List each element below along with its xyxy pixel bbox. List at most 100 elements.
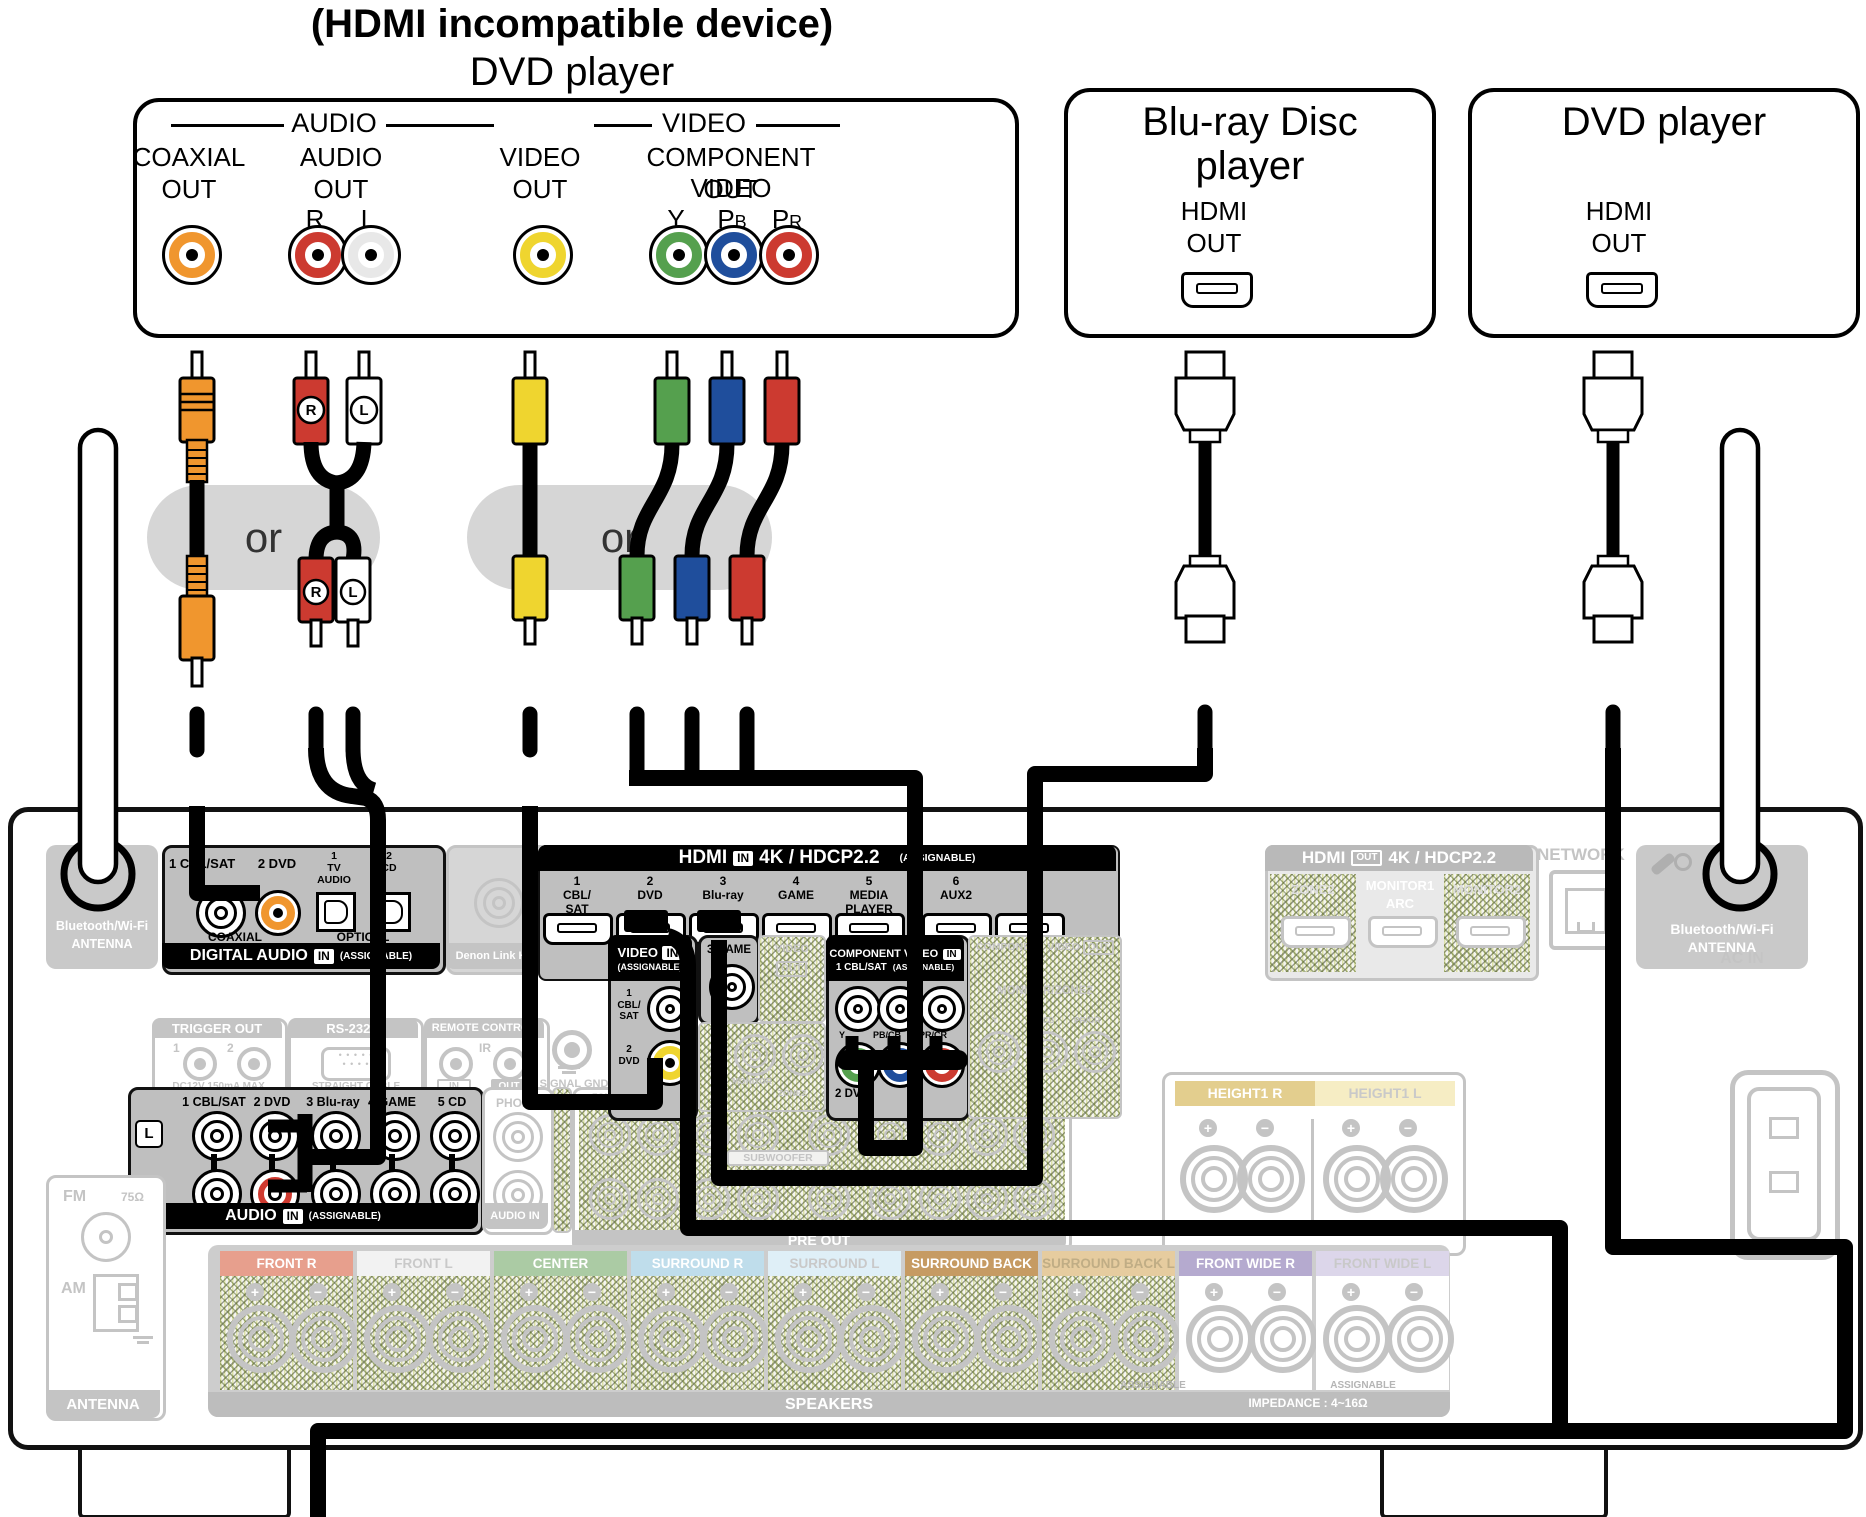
audio-label: AUDIO: [299, 142, 383, 172]
dvd-title: DVD player: [1561, 100, 1767, 144]
preout-jack-2: [688, 1178, 730, 1220]
coaxial-label: COAXIAL: [132, 142, 246, 172]
minus-icon: −: [857, 1283, 875, 1301]
preout-jack-2: [966, 1178, 1008, 1220]
trigger-note: DC12V 150mA MAX.: [155, 1081, 285, 1092]
bluray-title-line1: Blu-ray Disc: [1142, 100, 1358, 144]
video-group-rule-right: [756, 124, 840, 127]
ac-inlet-icon: [1730, 1070, 1840, 1260]
component-in-dvd-label: 2 DVD: [835, 1088, 869, 1100]
video-out-label: OUT: [512, 174, 568, 204]
video-in-game-box: 3 GAME: [698, 935, 760, 1025]
digital-opt1-label: 1 TV AUDIO: [317, 850, 351, 887]
speaker-post-minus: [290, 1305, 358, 1373]
audio-in-col-label: 2 DVD: [253, 1095, 291, 1109]
minus-icon: −: [446, 1283, 464, 1301]
component-in-dvd-pb-jack: [877, 1042, 923, 1088]
minus-icon: −: [994, 1283, 1012, 1301]
component-out-pb-label: PB/CB: [1028, 1015, 1055, 1025]
tuner-antenna-label: ANTENNA: [66, 1395, 140, 1413]
phono-band-label: AUDIO IN: [490, 1210, 540, 1222]
audio-group-label: AUDIO: [291, 108, 377, 138]
video-out-badge: OUT: [776, 961, 808, 977]
denon-link-block: Denon Link HD: [446, 845, 550, 975]
plus-icon: +: [383, 1283, 401, 1301]
fm-label: FM: [63, 1188, 87, 1205]
speaker-tag: CENTER: [494, 1251, 627, 1276]
speaker-post-plus: [1186, 1305, 1254, 1373]
component-in-header: COMPONENT VIDEO IN 1 CBL/SAT(ASSIGNABLE): [826, 935, 964, 981]
hdmi-incompatible-note: (HDMI incompatible device): [310, 2, 834, 46]
plus-icon: +: [657, 1283, 675, 1301]
or-pill-audio: or: [147, 485, 380, 590]
receiver-foot-left: [78, 1437, 291, 1517]
height1-speaker-block: HEIGHT1 R HEIGHT1 L + − + − ASSIGNABLE: [1162, 1072, 1466, 1256]
preout-jack-1: [1013, 1114, 1055, 1156]
ac-in-label: AC IN: [1720, 950, 1764, 967]
preout-jack-2: [919, 1178, 961, 1220]
audio-out-l-jack: [341, 225, 401, 285]
video-in-header: VIDEO IN (ASSIGNABLE): [608, 935, 692, 981]
video-out-jack: [513, 225, 573, 285]
or-pill-video: or: [467, 485, 772, 590]
plus-icon: +: [1068, 1283, 1086, 1301]
speaker-post-minus: [1249, 1305, 1317, 1373]
subwoofer-label: SUBWOOFER: [727, 1150, 829, 1166]
speaker-tag: FRONT R: [220, 1251, 353, 1276]
component-pr-jack: [759, 225, 819, 285]
denon-link-band: Denon Link HD: [446, 943, 544, 969]
denon-link-jack: [474, 878, 524, 928]
fm-ohm-label: 75Ω: [121, 1190, 144, 1204]
height1-assignable: ASSIGNABLE: [1281, 1227, 1347, 1238]
video-out-monitor-label: MONITOR: [732, 1076, 772, 1086]
impedance-label: IMPEDANCE : 4~16Ω: [1248, 1396, 1368, 1410]
component-in-cblsat-pb-jack: [877, 986, 923, 1032]
video-out-header-area: VIDEO OUT: [758, 935, 826, 1023]
component-in-dvd-pr-jack: [919, 1042, 965, 1088]
component-out-yj: [978, 1031, 1020, 1073]
digital-opt2-label: 2 CD: [381, 850, 397, 875]
plus-icon: +: [794, 1283, 812, 1301]
rs232-connector-icon: [321, 1047, 391, 1081]
video-in-dvd-jack: [647, 1040, 693, 1086]
speaker-post-plus: [638, 1305, 706, 1373]
wifi-connector-icon: [1649, 851, 1677, 877]
bt-antenna-left-line1: Bluetooth/Wi-Fi: [55, 919, 149, 933]
minus-icon: −: [1256, 1119, 1274, 1137]
minus-icon: −: [720, 1283, 738, 1301]
minus-icon: −: [583, 1283, 601, 1301]
speaker-tag: FRONT WIDE R: [1179, 1251, 1312, 1276]
remote-out-jack: [493, 1047, 527, 1081]
plus-icon: +: [931, 1283, 949, 1301]
bt-antenna-block-left: Bluetooth/Wi-Fi ANTENNA: [46, 845, 158, 969]
minus-icon: −: [309, 1283, 327, 1301]
hdmi-port-label: 5 MEDIA PLAYER: [845, 874, 893, 916]
hdmi-out-header: HDMI OUT 4K / HDCP2.2: [1265, 845, 1533, 871]
hdmi-out-panel: HDMI OUT 4K / HDCP2.2 ZONE2 MONITOR1 ARC…: [1265, 845, 1539, 981]
wifi-screw-icon: [1674, 853, 1692, 871]
video-in-cblsat-jack: [647, 986, 693, 1032]
component-in-pb-label: PB/CB: [873, 1030, 902, 1040]
hdmi-port-label: 2 DVD: [637, 874, 663, 902]
component-pb-jack: [704, 225, 764, 285]
audio-out-label: OUT: [313, 174, 369, 204]
hdmi-in-header: HDMI IN 4K / HDCP2.2 (ASSIGNABLE): [538, 845, 1116, 871]
video-out-zone2-label: ZONE2: [777, 1088, 807, 1098]
bluray-hdmi-out-label: OUT: [1186, 228, 1242, 258]
phono-block: PHONO AUDIO IN: [482, 1087, 554, 1235]
speaker-post-plus: [227, 1305, 295, 1373]
audio-in-l-jack: [370, 1111, 420, 1161]
component-out-label: OUT: [703, 174, 759, 204]
audio-in-l-jack: [192, 1111, 242, 1161]
video-in-c2-label: 2 DVD: [618, 1044, 640, 1067]
am-label: AM: [61, 1280, 86, 1297]
minus-icon: −: [1131, 1283, 1149, 1301]
speaker-post-minus: [1112, 1305, 1180, 1373]
hdmi-port-icon: [543, 913, 613, 945]
hdmi-out-zone2-port-icon: [1281, 916, 1351, 948]
hdmi-port-label: 6 AUX2: [939, 874, 972, 902]
video-in-game-label: 3 GAME: [706, 944, 752, 956]
plus-icon: +: [1205, 1283, 1223, 1301]
phono-l-jack: [493, 1112, 543, 1162]
